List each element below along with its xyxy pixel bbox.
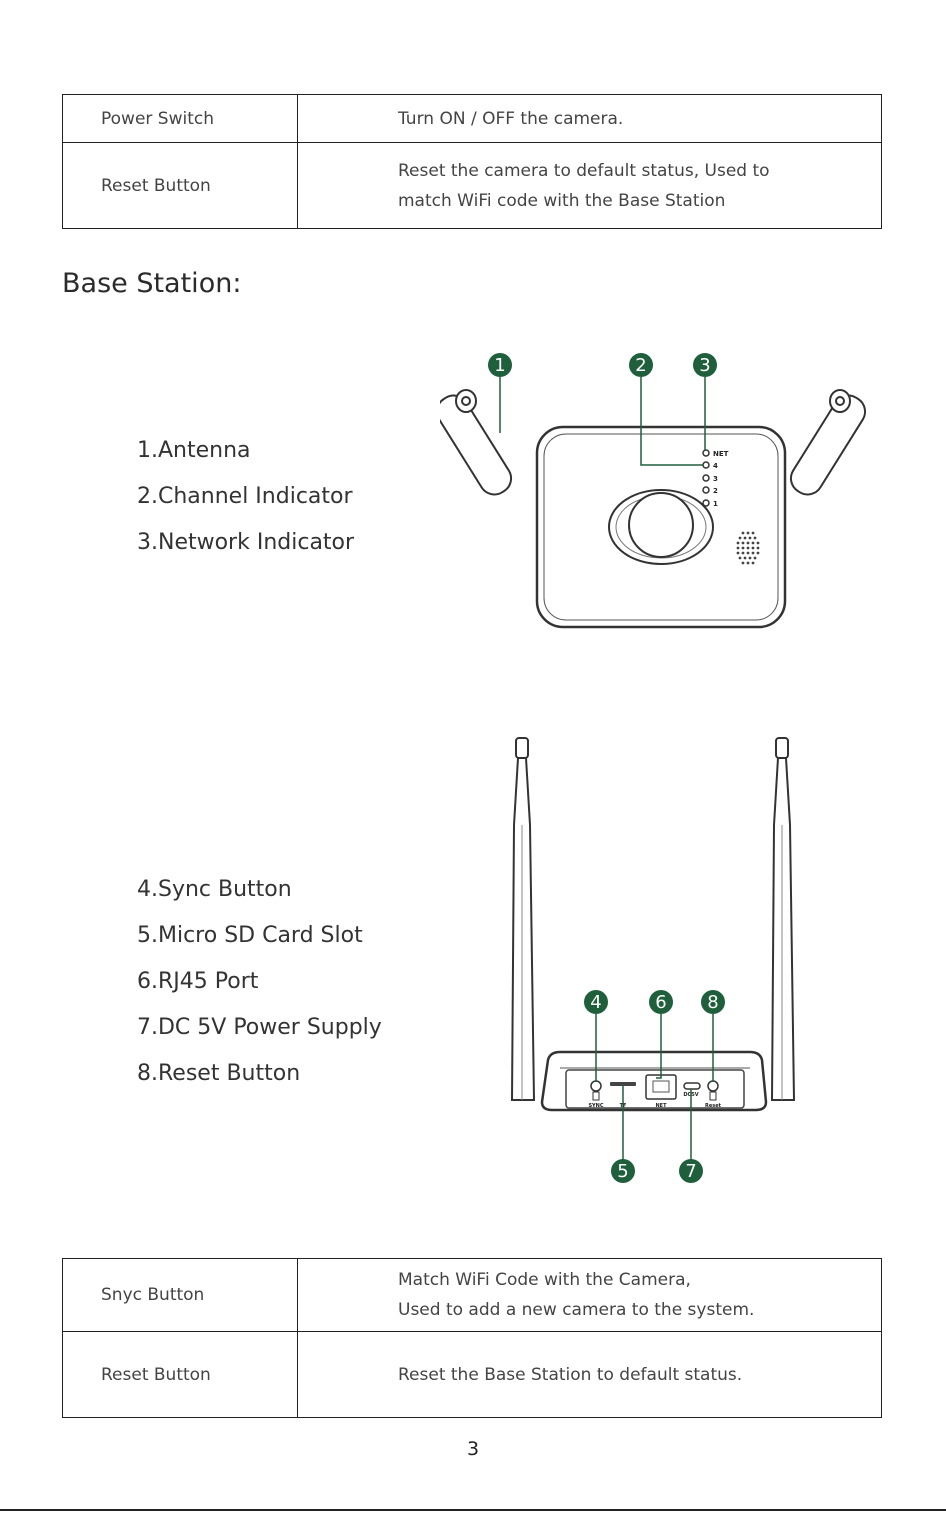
port-label: NET [655,1103,667,1109]
indicator-lights [702,449,710,507]
indicator-label: 4 [713,462,718,470]
callout-marker: 3 [693,353,717,377]
legend-item: 4.Sync Button [137,877,292,902]
table-value-cell: Reset the camera to default status, Used… [297,142,882,229]
legend-item: 1.Antenna [137,438,251,463]
svg-text:1: 1 [494,355,505,376]
table-row: Power Switch Turn ON / OFF the camera. [62,94,882,143]
antenna-right [789,389,867,496]
table-value-line: Reset the camera to default status, Used… [398,160,770,181]
table-row: Snyc Button Match WiFi Code with the Cam… [62,1258,882,1332]
table-key-cell: Power Switch [62,94,298,143]
port-label: Reset [705,1103,722,1109]
table-value-line: Turn ON / OFF the camera. [398,108,624,129]
svg-text:5: 5 [617,1161,628,1182]
table-value-line: Reset the Base Station to default status… [398,1364,743,1385]
indicator-label: NET [713,450,729,458]
table-row: Reset Button Reset the Base Station to d… [62,1331,882,1418]
svg-text:6: 6 [655,992,666,1013]
table-value-line: Used to add a new camera to the system. [398,1300,755,1320]
base-station-rear-illustration: SYNC TF NET DC5V Reset 4 6 8 5 7 [510,737,796,1183]
legend-item: 8.Reset Button [137,1061,301,1086]
callout-marker: 2 [629,353,653,377]
table-key-cell: Reset Button [62,142,298,229]
base-station-front-illustration: NET 4 3 2 1 1 2 3 [440,353,867,629]
svg-text:2: 2 [635,355,646,376]
port-reset [707,1080,719,1101]
callout-marker: 5 [611,1159,635,1183]
legend-item: 7.DC 5V Power Supply [137,1015,382,1040]
callout-marker: 7 [679,1159,703,1183]
antenna-right [770,737,796,1101]
svg-text:7: 7 [685,1161,696,1182]
bottom-rule [0,1509,946,1511]
section-title: Base Station: [62,268,242,299]
legend-item: 2.Channel Indicator [137,484,353,509]
indicator-label: 3 [713,475,718,483]
bottom-spec-table: Snyc Button Match WiFi Code with the Cam… [62,1258,882,1418]
port-tf-slot [610,1082,636,1086]
legend-item: 6.RJ45 Port [137,969,259,994]
table-value-cell: Match WiFi Code with the Camera, Used to… [297,1258,882,1332]
table-value-cell: Reset the Base Station to default status… [297,1331,882,1418]
legend-item: 5.Micro SD Card Slot [137,923,363,948]
callout-marker: 1 [488,353,512,377]
top-spec-table: Power Switch Turn ON / OFF the camera. R… [62,94,882,229]
callout-marker: 6 [649,990,673,1014]
legend-front: 1.Antenna 2.Channel Indicator 3.Network … [137,428,354,566]
table-value-line: Match WiFi Code with the Camera, [398,1270,691,1290]
svg-text:4: 4 [590,992,601,1013]
svg-text:8: 8 [707,992,718,1013]
port-label: SYNC [588,1103,603,1109]
speaker-grille [736,531,760,565]
indicator-label: 2 [713,487,718,495]
table-key-cell: Snyc Button [62,1258,298,1332]
antenna-left [510,737,536,1101]
table-value-cell: Turn ON / OFF the camera. [297,94,882,143]
callout-marker: 8 [701,990,725,1014]
table-key-cell: Reset Button [62,1331,298,1418]
table-value-line: match WiFi code with the Base Station [398,190,726,211]
indicator-label: 1 [713,500,718,508]
page-number: 3 [466,1438,480,1460]
table-row: Reset Button Reset the camera to default… [62,142,882,229]
legend-rear: 4.Sync Button 5.Micro SD Card Slot 6.RJ4… [137,867,382,1097]
svg-text:3: 3 [699,355,710,376]
port-dc5v [683,1082,701,1090]
legend-item: 3.Network Indicator [137,530,355,555]
port-sync [590,1080,602,1101]
callout-marker: 4 [584,990,608,1014]
antenna-left [440,389,513,496]
